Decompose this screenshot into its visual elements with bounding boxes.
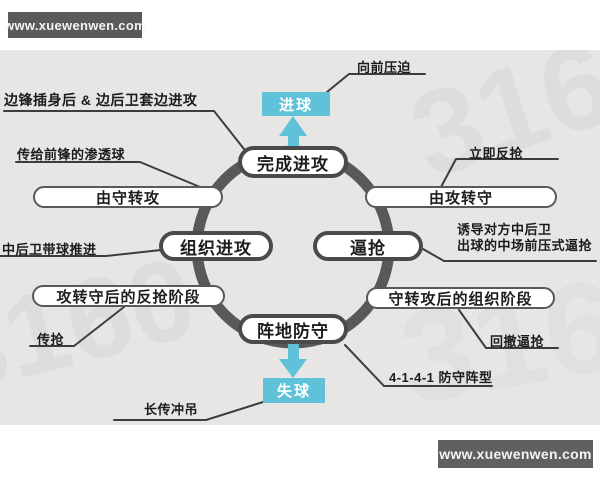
transition-organize-phase: 守转攻后的组织阶段 (366, 287, 555, 309)
outcome-lost-ball: 失球 (263, 378, 325, 403)
site-watermark-bottom: www.xuewenwen.com (438, 440, 593, 468)
callout-connectors (0, 73, 597, 421)
connector-formation (344, 344, 493, 387)
annotation-forward-press: 向前压迫 (357, 60, 412, 75)
connector-drop-press (458, 309, 559, 349)
connector-lure-press (422, 248, 597, 262)
annotation-immediate-counterpress: 立即反抢 (469, 146, 524, 161)
connector-immediate-counterpress (440, 158, 559, 188)
transition-defense-to-attack: 由守转攻 (33, 186, 223, 208)
node-organize-attack: 组织进攻 (159, 231, 273, 261)
connector-through-ball (15, 161, 201, 188)
node-complete-attack: 完成进攻 (238, 146, 348, 178)
annotation-lure-press-line1: 诱导对方中后卫 (457, 222, 552, 237)
annotation-long-ball: 长传冲吊 (144, 402, 199, 417)
annotation-winger-overlap: 边锋插身后 & 边后卫套边进攻 (4, 92, 198, 108)
outcome-goal: 进球 (262, 92, 330, 116)
connector-long-ball (113, 401, 264, 421)
annotation-lure-press: 诱导对方中后卫 出球的中场前压式逼抢 (457, 222, 592, 254)
transition-counterpress-phase: 攻转守后的反抢阶段 (32, 285, 225, 307)
annotation-pass-steal: 传抢 (37, 332, 65, 347)
annotation-lure-press-line2: 出球的中场前压式逼抢 (457, 238, 593, 253)
connector-forward-press (326, 73, 426, 93)
connector-cb-carry (0, 249, 162, 257)
annotation-formation: 4-1-4-1 防守阵型 (389, 370, 493, 385)
site-watermark-top: www.xuewenwen.com (4, 12, 146, 38)
node-pressing: 逼抢 (313, 231, 423, 261)
annotation-drop-press: 回撤逼抢 (490, 334, 545, 349)
connector-pass-steal (29, 306, 125, 347)
annotation-cb-carry: 中后卫带球推进 (2, 242, 97, 257)
connector-winger-overlap (3, 110, 245, 150)
annotation-through-ball: 传给前锋的渗透球 (17, 147, 126, 162)
node-positional-defense: 阵地防守 (238, 314, 348, 344)
lost-ball-arrow-down (279, 344, 307, 378)
transition-attack-to-defense: 由攻转守 (365, 186, 557, 208)
